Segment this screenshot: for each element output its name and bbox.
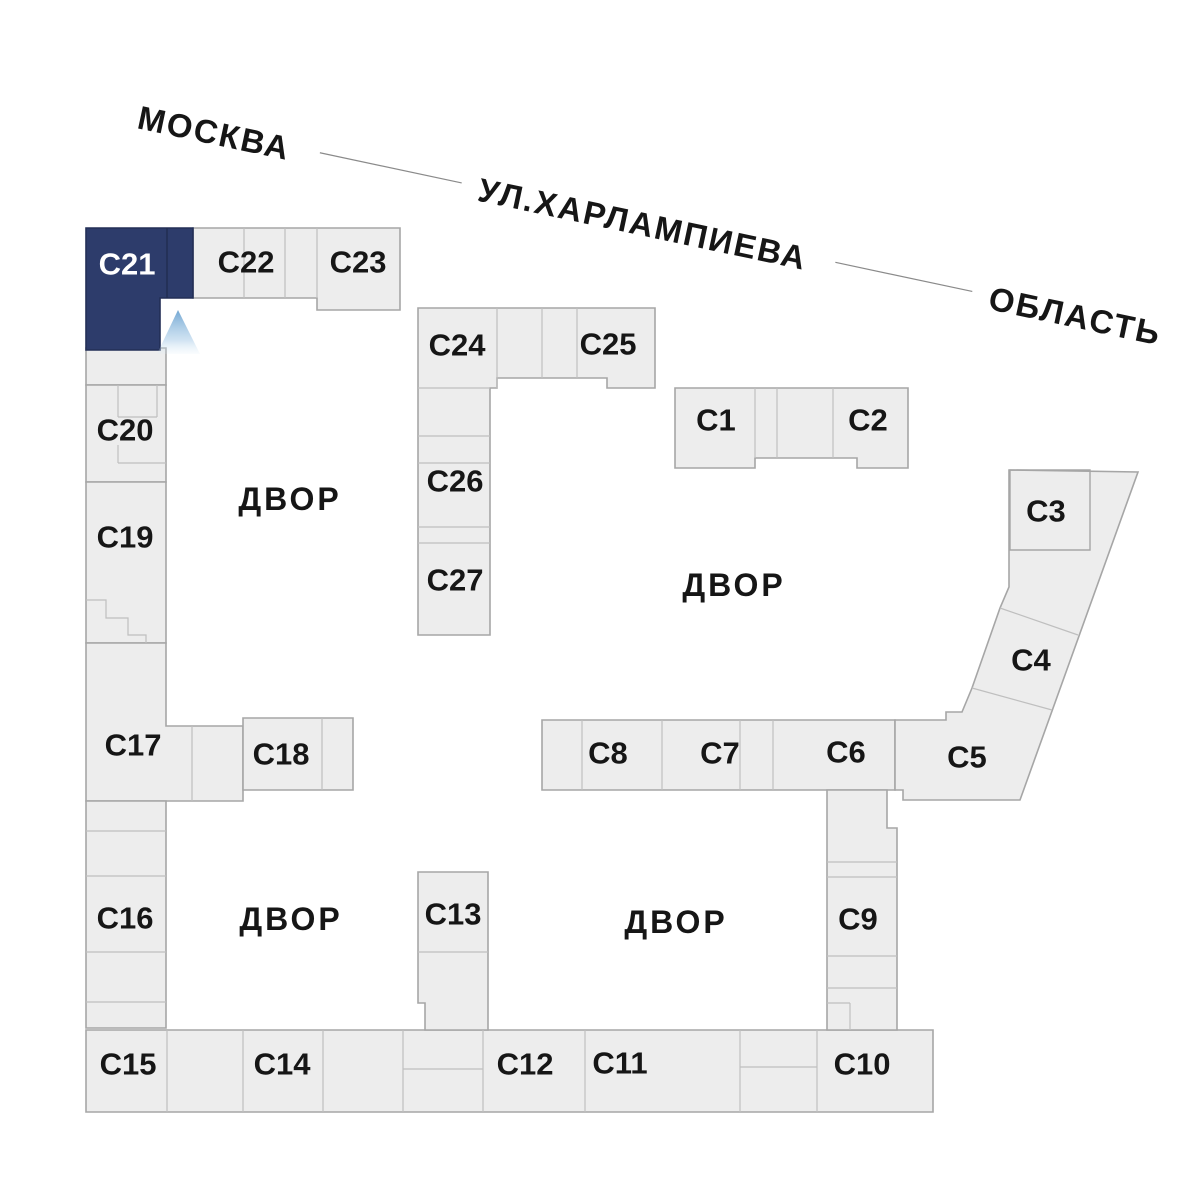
building-mass-c1-c2 [674,387,909,469]
courtyard-label-1: ДВОР [238,481,341,517]
building-label-С13[interactable]: С13 [425,897,482,932]
building-mass-c19 [85,481,167,644]
street-label: УЛ.ХАРЛАМПИЕВА [475,171,811,277]
building-mass-c9-strip [826,789,898,1031]
selected-building-shape-c21[interactable] [85,227,194,351]
building-mass-c17-bar [85,642,244,802]
building-label-С24[interactable]: С24 [429,328,487,363]
building-label-С1[interactable]: С1 [696,403,736,438]
building-label-С11[interactable]: С11 [592,1046,647,1081]
building-label-С15[interactable]: С15 [100,1047,157,1082]
building-mass-c18 [242,717,354,791]
courtyard-label-2: ДВОР [682,567,785,603]
street-axis-line [319,152,462,184]
building-label-С7[interactable]: С7 [700,736,740,771]
building-label-С6[interactable]: С6 [826,735,866,770]
building-mass-c5-wing [894,469,1140,801]
section-divider [999,607,1079,636]
building-mass-bottom-row [85,1029,934,1113]
building-label-С21[interactable]: С21 [99,247,156,282]
building-label-С27[interactable]: С27 [427,563,484,598]
building-label-С18[interactable]: С18 [253,737,310,772]
building-label-С4[interactable]: С4 [1011,643,1051,678]
building-label-С2[interactable]: С2 [848,403,888,438]
building-label-С20[interactable]: С20 [97,413,154,448]
building-cell-c3-cell [1009,469,1091,551]
building-label-С23[interactable]: С23 [330,245,387,280]
selected-building-marker-icon [157,310,200,354]
building-mass-c13-tower [417,871,489,1031]
building-label-С3[interactable]: С3 [1026,494,1066,529]
courtyard-label-4: ДВОР [624,904,727,940]
building-label-С5[interactable]: С5 [947,740,987,775]
building-label-С10[interactable]: С10 [834,1047,891,1082]
building-label-С22[interactable]: С22 [218,245,275,280]
section-divider [86,599,147,643]
building-label-С14[interactable]: С14 [254,1047,312,1082]
building-label-С8[interactable]: С8 [588,736,628,771]
street-axis-line [835,261,973,293]
section-divider [971,687,1053,711]
building-mass-col-under-c21 [85,347,167,386]
building-label-С26[interactable]: С26 [427,464,484,499]
building-label-С16[interactable]: С16 [97,901,154,936]
building-label-С19[interactable]: С19 [97,520,154,555]
building-label-С12[interactable]: С12 [497,1047,554,1082]
street-label: ОБЛАСТЬ [986,280,1165,353]
building-label-С25[interactable]: С25 [580,327,637,362]
building-label-С17[interactable]: С17 [105,728,162,763]
building-label-С9[interactable]: С9 [838,902,878,937]
courtyard-label-3: ДВОР [239,901,342,937]
street-label: МОСКВА [135,99,294,167]
